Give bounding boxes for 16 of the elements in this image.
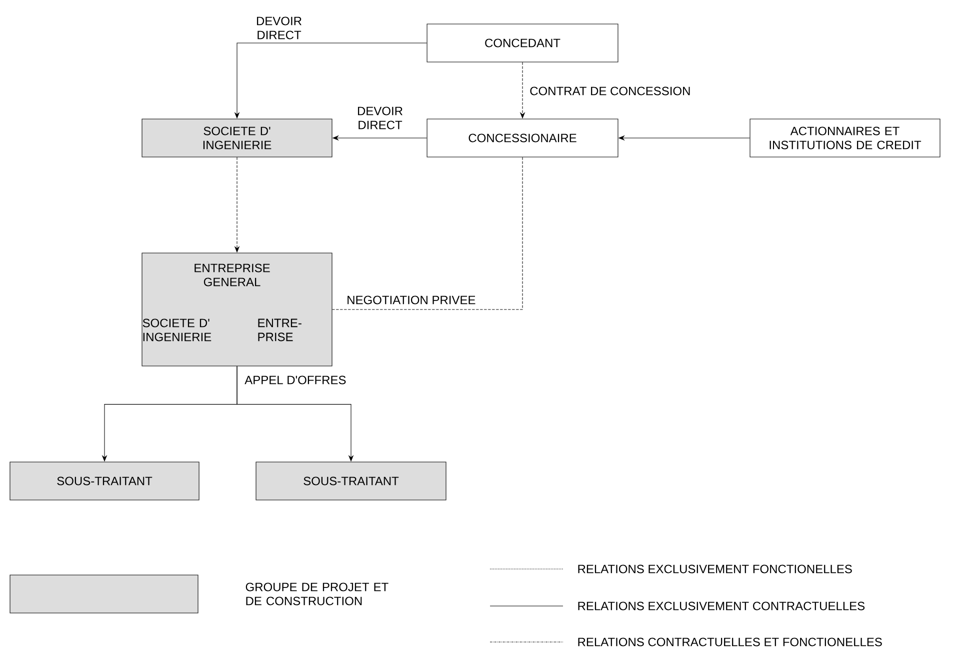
edge-label: CONTRAT DE CONCESSION [530, 86, 690, 96]
box: ENTREPRISE GENERAL SOCIETE D' INGENIERIE ENTRE- PRISE [142, 252, 332, 366]
edge-label: DEVOIR DIRECT [257, 16, 302, 40]
box: CONCEDANT [426, 24, 618, 62]
edge-label: DEVOIR DIRECT [358, 106, 402, 130]
edge-label: NEGOTIATION PRIVEE [348, 296, 476, 304]
box: SOCIETE D' INGENIERIE [142, 118, 332, 158]
box: SOUS-TRAITANT [10, 462, 200, 500]
legend-label: RELATIONS CONTRACTUELLES ET FONCTIONELLES [578, 638, 882, 646]
box: CONCESSIONAIRE [426, 118, 618, 158]
legend-label: RELATIONS EXCLUSIVEMENT CONTRACTUELLES [578, 602, 865, 610]
box: SOUS-TRAITANT [256, 462, 446, 500]
box: ACTIONNAIRES ET INSTITUTIONS DE CREDIT [750, 118, 940, 158]
legend-label: RELATIONS EXCLUSIVEMENT FONCTIONELLES [578, 564, 852, 574]
legend-label: GROUPE DE PROJET ET DE CONSTRUCTION [246, 582, 388, 606]
edge-label: APPEL D'OFFRES [244, 376, 346, 384]
